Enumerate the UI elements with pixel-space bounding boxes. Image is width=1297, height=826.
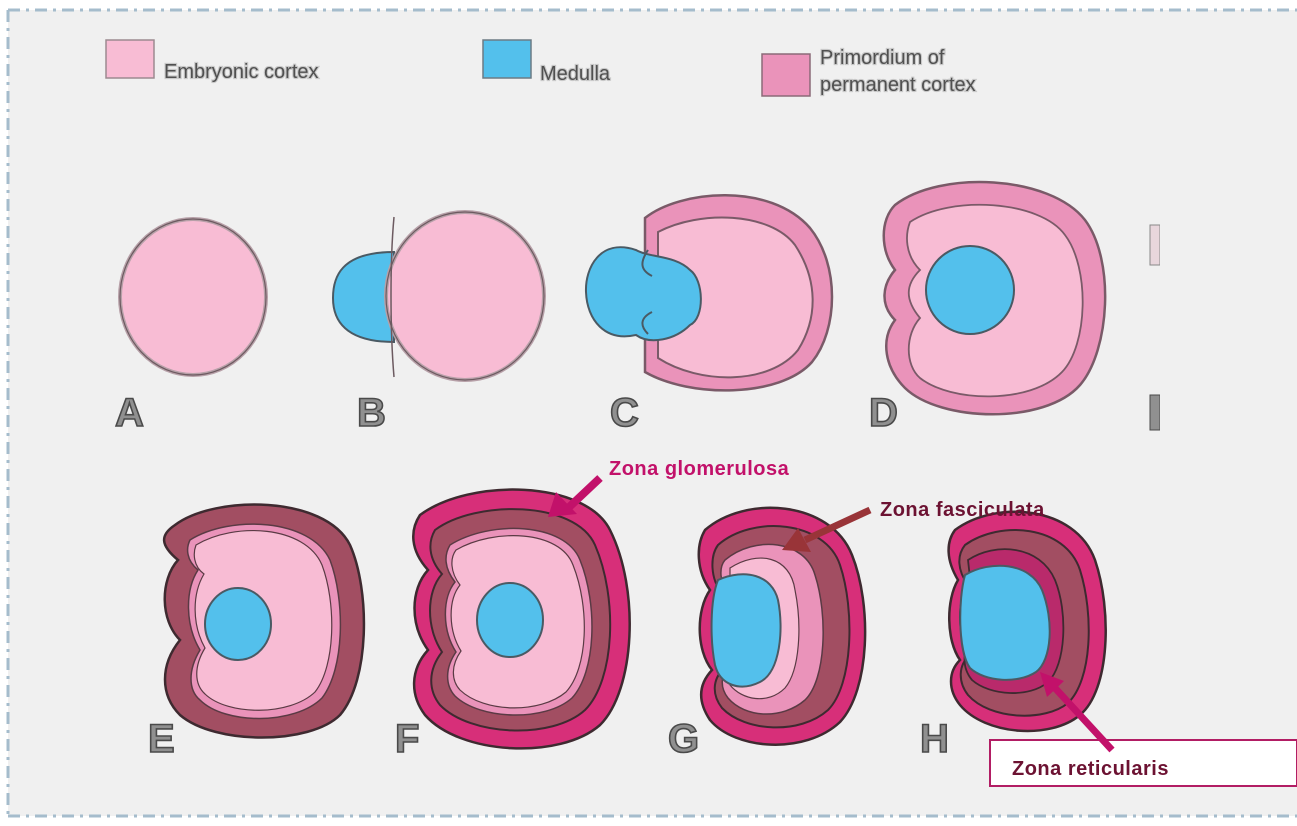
legend-label-primordium-line2: permanent cortex [820,74,976,96]
medulla-shape [712,574,781,686]
callout-label-fasciculata: Zona fasciculata [880,499,1045,521]
stage-label-f: F [395,717,419,761]
callout-label-reticularis: Zona reticularis [1012,758,1169,780]
stage-label-d: D [869,391,898,435]
medulla-shape [926,246,1014,334]
stage-a [120,219,266,375]
embryonic-cortex-shape [386,212,544,380]
stage-g [699,508,865,745]
stage-e [164,505,364,738]
legend-label-primordium-line1: Primordium of [820,47,945,69]
embryonic-cortex-shape [120,219,266,375]
stage-label-a: A [115,391,144,435]
medulla-shape [960,566,1049,680]
legend-label-embryonic-cortex: Embryonic cortex [164,61,319,83]
legend-swatch-embryonic-cortex [106,40,154,78]
stage-label-e: E [148,717,175,761]
stage-d [884,182,1105,414]
legend-swatch-primordium [762,54,810,96]
stage-label-h: H [920,717,949,761]
stage-label-c: C [610,391,639,435]
callout-label-glomerulosa: Zona glomerulosa [609,458,790,480]
stage-f [413,490,629,749]
legend-swatch-medulla [483,40,531,78]
stage-label-b: B [357,391,386,435]
medulla-shape [205,588,271,660]
legend-label-medulla: Medulla [540,63,611,85]
stage-label-g: G [668,717,699,761]
stage-h [949,512,1106,731]
medulla-shape [477,583,543,657]
